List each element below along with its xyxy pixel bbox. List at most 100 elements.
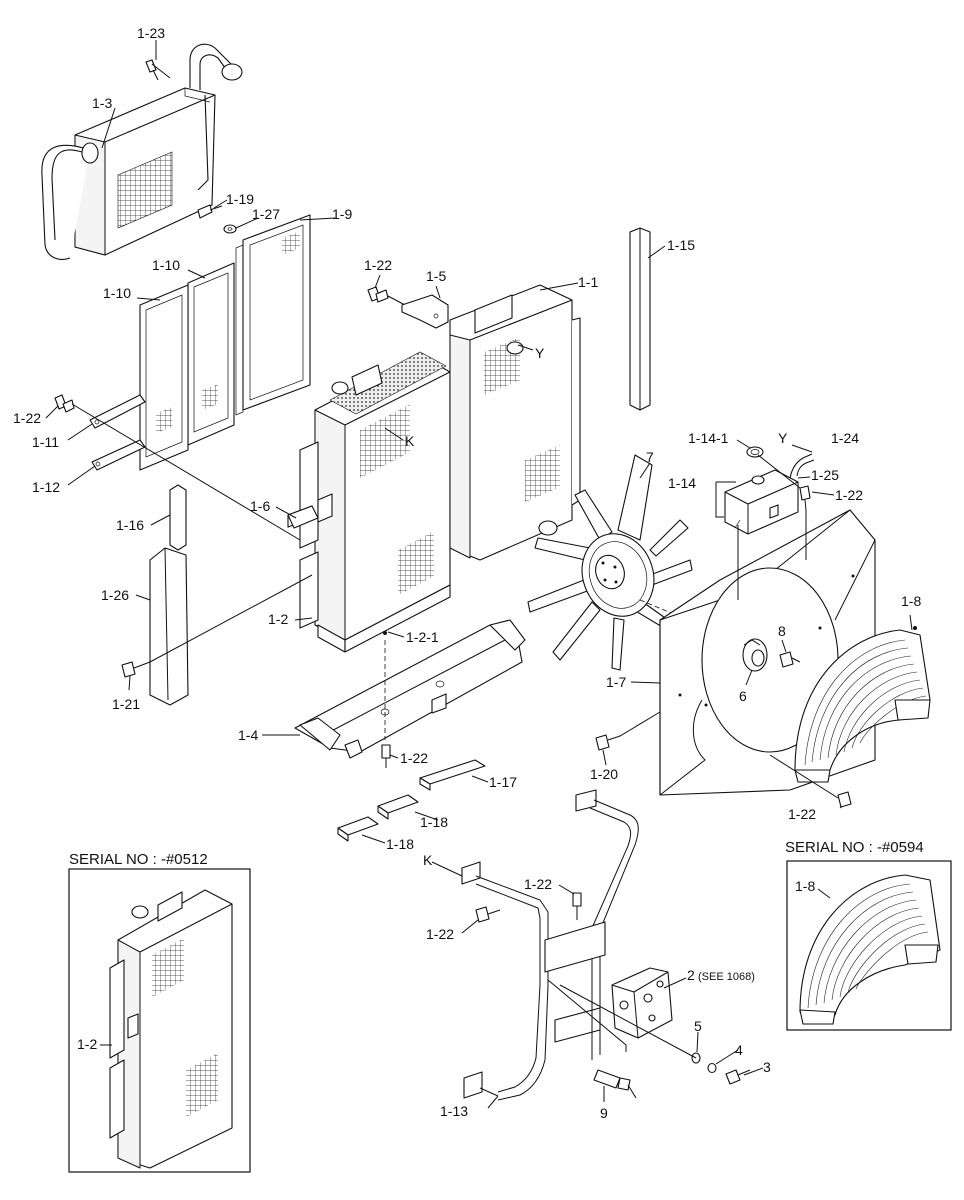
- label-y1: Y: [535, 345, 545, 361]
- screen-panel-1-10-left: [139, 284, 189, 471]
- wing-bolt-1-19: [197, 204, 223, 219]
- hub-6: [742, 638, 768, 672]
- label-1-3: 1-3: [92, 95, 112, 111]
- label-1-1: 1-1: [578, 274, 598, 290]
- label-1-19: 1-19: [226, 191, 254, 207]
- bracket-1-5: [401, 294, 449, 329]
- leader-lines: [45, 40, 913, 1109]
- intercooler-part: [41, 43, 243, 261]
- bolt-1-22-frame-lower: [475, 906, 501, 923]
- label-1-2b: 1-2: [77, 1036, 97, 1052]
- washer-4: [707, 1062, 717, 1074]
- label-4: 4: [735, 1042, 743, 1058]
- bolt-3: [725, 1069, 751, 1085]
- label-1-27: 1-27: [252, 206, 280, 222]
- fan-guard-1-8: [794, 626, 931, 783]
- seal-1-16: [169, 484, 187, 551]
- bolt-1-22-frame-upper: [572, 892, 582, 920]
- fan-shroud-1-7: [659, 509, 876, 796]
- fan-7: [527, 454, 693, 671]
- oil-cooler-1-1: [449, 284, 581, 561]
- label-3: 3: [763, 1059, 771, 1075]
- label-1-2-1: 1-2-1: [406, 629, 439, 645]
- label-1-22c: 1-22: [835, 487, 863, 503]
- label-1-18b: 1-18: [386, 836, 414, 852]
- serial-box-left: [68, 868, 251, 1173]
- label-1-14-1: 1-14-1: [688, 430, 729, 446]
- label-1-22f: 1-22: [524, 876, 552, 892]
- label-1-8a: 1-8: [901, 593, 921, 609]
- radiator-1-2: [287, 351, 451, 653]
- bracket-1-6: [287, 493, 333, 529]
- label-1-22g: 1-22: [426, 926, 454, 942]
- label-1-22d: 1-22: [400, 750, 428, 766]
- bolt-1-22-left: [54, 394, 75, 413]
- hose-1-24: [789, 453, 815, 479]
- label-1-20: 1-20: [590, 766, 618, 782]
- serial-box-right: [786, 860, 952, 1031]
- bolt-1-21: [121, 574, 313, 678]
- label-7: 7: [646, 449, 654, 465]
- bolt-1-22-reservoir: [799, 485, 811, 511]
- base-plate-1-4: [294, 619, 526, 759]
- label-8: 8: [778, 623, 786, 639]
- bolt-1-22-upper: [367, 286, 406, 306]
- label-1-15: 1-15: [667, 237, 695, 253]
- valve-2: [611, 967, 673, 1039]
- label-1-4: 1-4: [238, 727, 258, 743]
- label-1-18a: 1-18: [420, 814, 448, 830]
- label-1-17: 1-17: [489, 774, 517, 790]
- label-1-11: 1-11: [32, 434, 59, 450]
- label-1-7: 1-7: [606, 674, 626, 690]
- pad-1-18-lower: [337, 816, 379, 842]
- label-1-13: 1-13: [440, 1103, 468, 1119]
- bracket-1-12: [91, 439, 146, 471]
- label-9: 9: [600, 1105, 608, 1121]
- switch-9: [593, 1069, 637, 1099]
- label-1-14: 1-14: [668, 475, 696, 491]
- bolt-1-22-base: [381, 744, 391, 768]
- cap-1-14-1: [746, 446, 764, 458]
- label-1-6: 1-6: [250, 498, 270, 514]
- label-see-1068: (SEE 1068): [698, 971, 755, 983]
- pad-1-18-upper: [377, 794, 419, 820]
- bracket-1-11: [89, 394, 146, 429]
- label-2: 2: [687, 967, 695, 983]
- label-1-21: 1-21: [112, 696, 140, 712]
- serial-label-left: SERIAL NO : -#0512: [69, 851, 208, 868]
- label-k1: K: [405, 433, 415, 449]
- label-1-23: 1-23: [137, 25, 165, 41]
- label-5: 5: [694, 1018, 702, 1034]
- seal-1-26: [149, 547, 189, 706]
- pad-1-17: [419, 759, 486, 791]
- seal-strip-1-15: [629, 227, 651, 411]
- bolt-1-22-shroud: [769, 754, 852, 808]
- label-1-9: 1-9: [332, 206, 352, 222]
- screen-panel-1-10-right: [187, 262, 235, 446]
- reservoir-1-14: [724, 469, 799, 535]
- fan-guard-1-8-inset: [799, 874, 941, 1025]
- bolt-1-23: [145, 59, 171, 81]
- label-1-10a: 1-10: [152, 257, 180, 273]
- label-1-25: 1-25: [811, 467, 839, 483]
- label-1-22a: 1-22: [364, 257, 392, 273]
- bolt-8: [779, 651, 801, 668]
- label-1-22e: 1-22: [788, 806, 816, 822]
- label-1-24: 1-24: [831, 430, 859, 446]
- bolt-1-20: [595, 711, 661, 751]
- label-1-12: 1-12: [32, 479, 60, 495]
- label-1-2a: 1-2: [268, 611, 288, 627]
- serial-label-right: SERIAL NO : -#0594: [785, 839, 924, 856]
- label-y2: Y: [778, 430, 788, 446]
- washer-1-27: [223, 224, 237, 234]
- label-1-16: 1-16: [116, 517, 144, 533]
- support-frame-1-13: [461, 789, 639, 1101]
- label-1-26: 1-26: [101, 587, 129, 603]
- label-1-10b: 1-10: [103, 285, 131, 301]
- label-1-5: 1-5: [426, 268, 446, 284]
- label-1-22b: 1-22: [13, 410, 41, 426]
- label-k2: K: [423, 852, 433, 868]
- label-1-8b: 1-8: [795, 878, 815, 894]
- label-6: 6: [739, 688, 747, 704]
